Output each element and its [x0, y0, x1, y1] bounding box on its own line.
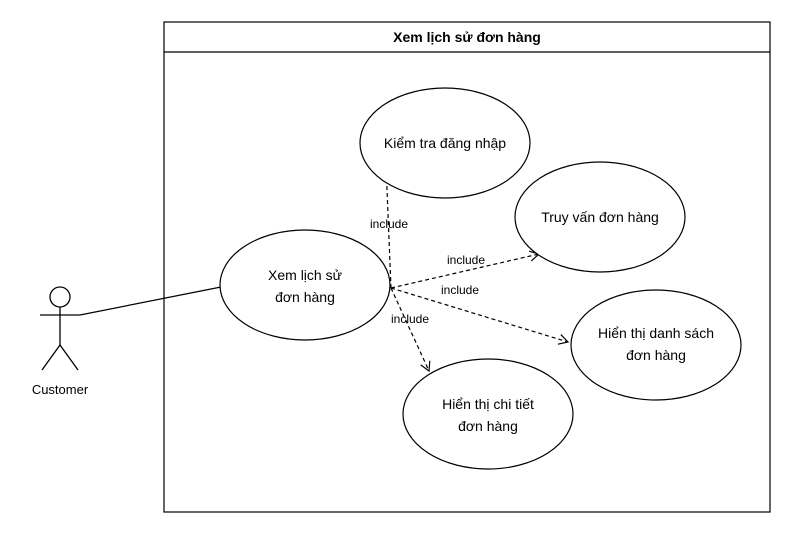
use-case-main[interactable]: Xem lịch sử đơn hàng — [219, 229, 391, 341]
use-case-login-check[interactable]: Kiểm tra đăng nhập — [359, 87, 531, 199]
use-case-query-orders[interactable]: Truy vấn đơn hàng — [514, 161, 686, 273]
use-case-show-detail-line2: đơn hàng — [458, 418, 518, 434]
actor-customer-figure[interactable] — [40, 286, 80, 371]
include-arrow-show-list[interactable] — [390, 287, 570, 345]
use-case-show-detail-line1: Hiển thị chi tiết — [442, 396, 534, 412]
include-label-login-check: include — [370, 217, 408, 231]
system-title: Xem lịch sử đơn hàng — [393, 29, 541, 45]
use-case-show-list-line2: đơn hàng — [626, 347, 686, 363]
include-label-show-list: include — [441, 283, 479, 297]
use-case-query-orders-label: Truy vấn đơn hàng — [541, 209, 659, 225]
use-case-main-line2: đơn hàng — [275, 289, 335, 305]
include-label-query-orders: include — [447, 253, 485, 267]
association-line[interactable] — [79, 286, 222, 316]
use-case-login-check-label: Kiểm tra đăng nhập — [384, 135, 506, 151]
actor-customer-label: Customer — [32, 382, 89, 397]
use-case-show-list[interactable]: Hiển thị danh sách đơn hàng — [570, 289, 742, 401]
include-arrow-show-detail[interactable] — [390, 287, 431, 373]
use-case-main-line1: Xem lịch sử — [268, 267, 342, 283]
include-arrow-query-orders[interactable] — [390, 250, 541, 289]
include-label-show-detail: include — [391, 312, 429, 326]
use-case-show-detail[interactable]: Hiển thị chi tiết đơn hàng — [402, 358, 574, 470]
use-case-show-list-line1: Hiển thị danh sách — [598, 325, 714, 341]
